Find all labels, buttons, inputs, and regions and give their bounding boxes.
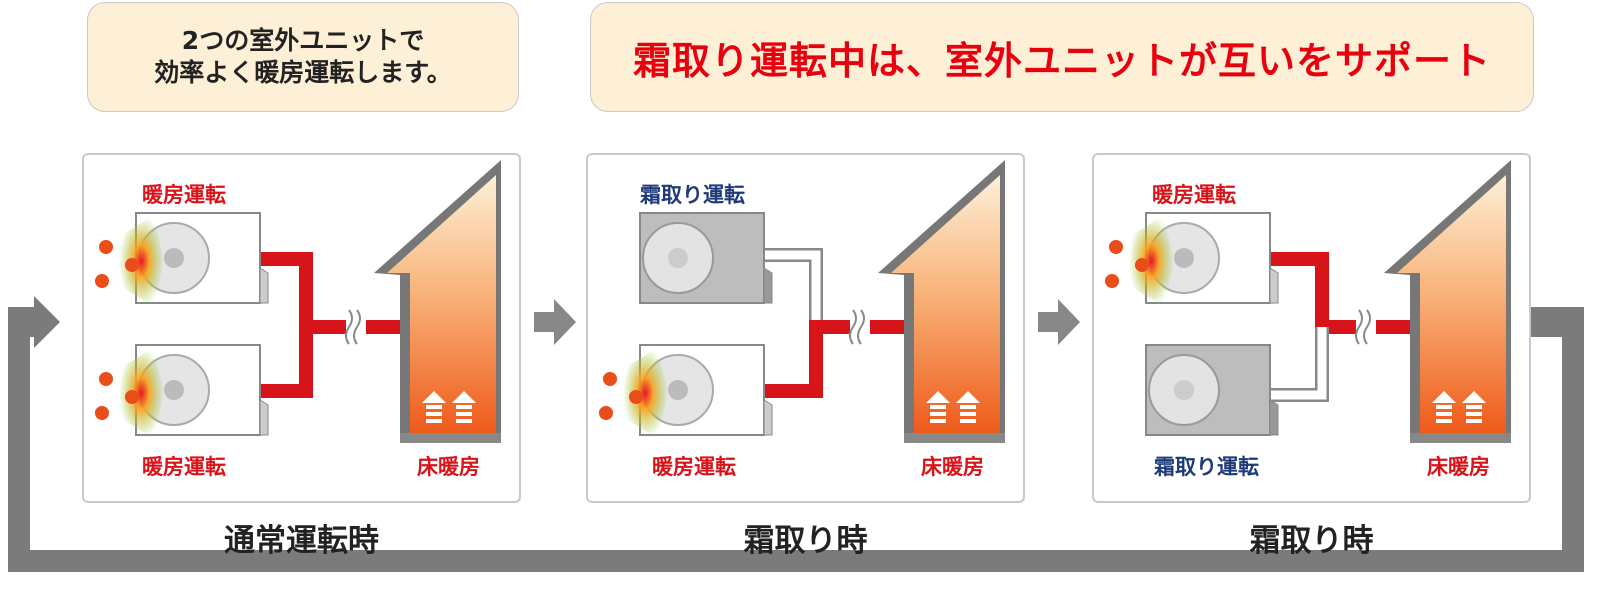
heat-emission-icon xyxy=(599,347,668,439)
top-unit-label: 暖房運転 xyxy=(142,183,226,207)
fan-icon xyxy=(1148,354,1220,426)
panel-caption: 霜取り時 xyxy=(743,523,868,559)
floor-heating-arrow-icon xyxy=(926,391,980,423)
heat-emission-icon xyxy=(1105,215,1174,307)
callout-defrost-support: 霜取り運転中は、室外ユニットが互いをサポート xyxy=(590,2,1534,112)
pipe-break-icon xyxy=(345,309,361,345)
floor-heating-label: 床暖房 xyxy=(921,455,984,479)
top-unit-label: 暖房運転 xyxy=(1152,183,1236,207)
panel-caption: 通常運転時 xyxy=(224,523,379,559)
callout-line-2: 効率よく暖房運転します。 xyxy=(154,58,452,87)
panel-caption: 霜取り時 xyxy=(1249,523,1374,559)
floor-heating-label: 床暖房 xyxy=(1427,455,1490,479)
outdoor-unit-icon xyxy=(639,212,773,304)
callout-defrost-text: 霜取り運転中は、室外ユニットが互いをサポート xyxy=(632,38,1491,83)
bottom-unit-label: 霜取り運転 xyxy=(1154,455,1259,479)
heat-emission-icon xyxy=(95,215,164,439)
heating-pipe xyxy=(1269,252,1412,334)
house-icon xyxy=(878,160,1005,443)
panel-normal-operation: 暖房運転 暖房運転 床暖房 xyxy=(82,153,521,503)
callout-line-1: 2つの室外ユニットで xyxy=(181,26,425,55)
floor-heating-arrow-icon xyxy=(1432,391,1486,423)
heating-pipe xyxy=(259,252,402,398)
panel-defrost-bottom: 暖房運転 霜取り運転 床暖房 xyxy=(1092,153,1531,503)
house-icon xyxy=(374,160,501,443)
defrost-pipe xyxy=(1269,327,1329,402)
floor-heating-label: 床暖房 xyxy=(417,455,480,479)
flow-arrow-icon xyxy=(534,299,576,345)
outdoor-unit-icon xyxy=(1145,344,1279,436)
flow-arrow-icon xyxy=(1038,299,1080,345)
fan-icon xyxy=(642,222,714,294)
heating-pipe xyxy=(763,320,906,398)
callout-normal-operation: 2つの室外ユニットで 効率よく暖房運転します。 xyxy=(87,2,519,112)
house-icon xyxy=(1384,160,1511,443)
floor-heating-arrow-icon xyxy=(422,391,476,423)
panel-defrost-top: 霜取り運転 暖房運転 床暖房 xyxy=(586,153,1025,503)
bottom-unit-label: 暖房運転 xyxy=(652,455,736,479)
bottom-unit-label: 暖房運転 xyxy=(142,455,226,479)
pipe-break-icon xyxy=(849,309,865,345)
top-unit-label: 霜取り運転 xyxy=(640,183,745,207)
pipe-break-icon xyxy=(1355,309,1371,345)
defrost-pipe xyxy=(763,248,823,327)
